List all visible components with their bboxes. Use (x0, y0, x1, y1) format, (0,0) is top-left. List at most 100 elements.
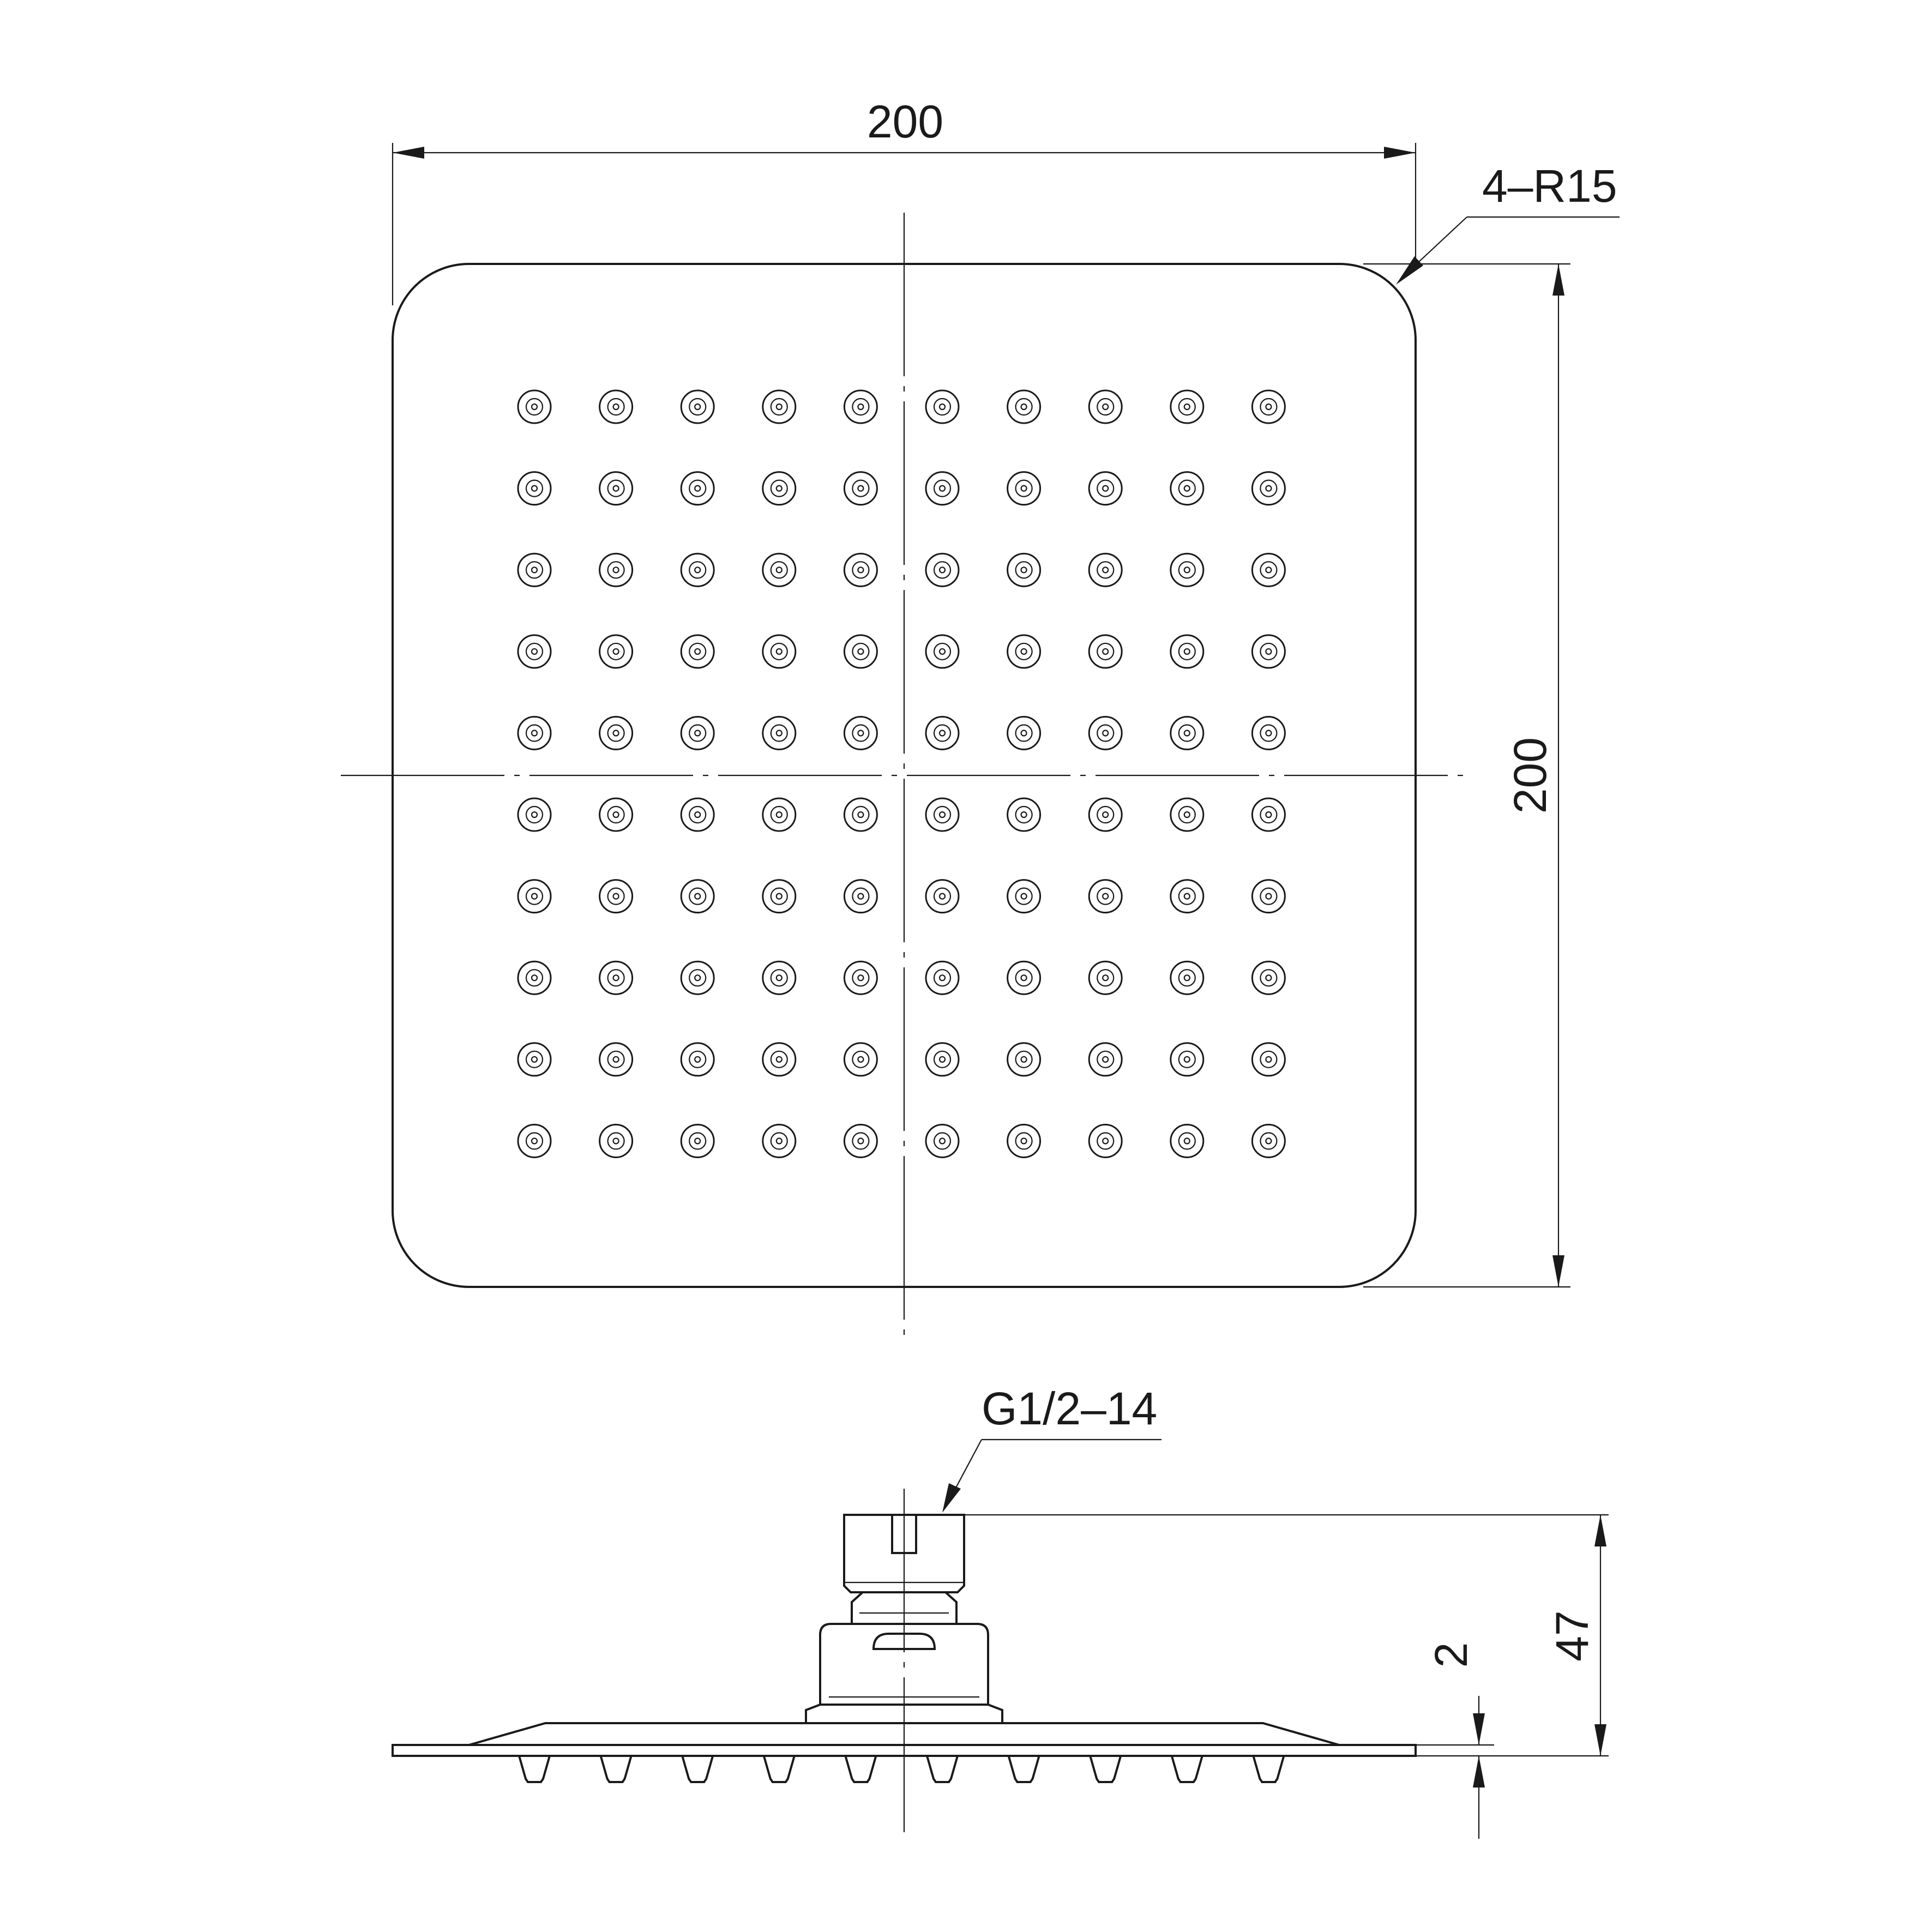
nozzle (680, 797, 715, 832)
nozzle (1251, 1042, 1286, 1077)
nozzle (1088, 471, 1123, 506)
nozzle (1170, 634, 1205, 669)
radius-arrow (1396, 256, 1423, 285)
nozzle (843, 471, 878, 506)
nozzle (1170, 1123, 1205, 1158)
nozzle (843, 797, 878, 832)
nozzle (843, 389, 878, 424)
nozzle (680, 960, 715, 995)
nozzle (517, 715, 552, 750)
nozzle (762, 797, 797, 832)
nozzle (762, 879, 797, 914)
nozzle (680, 634, 715, 669)
nozzle (517, 1042, 552, 1077)
nozzle (762, 634, 797, 669)
nozzle (599, 634, 634, 669)
nozzle (1251, 1123, 1286, 1158)
nut-slot (891, 1515, 917, 1554)
nozzle (843, 552, 878, 587)
nozzle (1251, 634, 1286, 669)
width-arrow-left (393, 147, 424, 159)
nozzle (1170, 879, 1205, 914)
side-nozzle (599, 1755, 633, 1783)
nozzle (1007, 634, 1042, 669)
height-arrow-bottom (1552, 1255, 1564, 1287)
side-nozzle (1007, 1755, 1040, 1783)
nozzle (680, 389, 715, 424)
nozzle (517, 471, 552, 506)
nozzle (1170, 389, 1205, 424)
side-body-taper (468, 1722, 1340, 1746)
nozzle (517, 552, 552, 587)
side-nozzle (762, 1755, 796, 1783)
base-collar (805, 1704, 1003, 1723)
nozzle (599, 960, 634, 995)
overall-height-arrow-bottom (1594, 1724, 1606, 1756)
nozzle (762, 715, 797, 750)
nozzle (599, 552, 634, 587)
nozzle (1088, 634, 1123, 669)
side-nozzle (518, 1755, 551, 1783)
nozzle (517, 389, 552, 424)
nozzle (762, 1123, 797, 1158)
nozzle (925, 389, 960, 424)
nozzle (762, 552, 797, 587)
overall-height-arrow-top (1594, 1515, 1606, 1546)
nozzle (599, 797, 634, 832)
height-dimension: 200 (1363, 263, 1570, 1288)
width-arrow-right (1384, 147, 1416, 159)
thickness-arrow-bottom (1473, 1756, 1485, 1787)
nozzle (843, 960, 878, 995)
nozzle (1170, 960, 1205, 995)
plate-thickness-label: 2 (1425, 1642, 1477, 1668)
nozzle (680, 1042, 715, 1077)
nozzle (599, 1123, 634, 1158)
side-nozzle (1170, 1755, 1203, 1783)
housing-slot (872, 1633, 936, 1650)
overall-height-dimension: 47 (964, 1514, 1609, 1757)
nozzle (1170, 552, 1205, 587)
nozzle (680, 552, 715, 587)
nozzle (1251, 797, 1286, 832)
nozzle (599, 471, 634, 506)
thread-arrow (942, 1483, 961, 1513)
side-nozzle (681, 1755, 714, 1783)
nozzle (925, 1123, 960, 1158)
nozzle (925, 797, 960, 832)
nozzle (680, 879, 715, 914)
nozzle (1088, 389, 1123, 424)
nozzle (599, 1042, 634, 1077)
nozzle (1251, 389, 1286, 424)
nozzle (1007, 960, 1042, 995)
nozzle (925, 960, 960, 995)
nozzle (1007, 715, 1042, 750)
nozzle (925, 634, 960, 669)
nozzle (1088, 552, 1123, 587)
thickness-arrow-top (1473, 1713, 1485, 1745)
nozzle (1007, 389, 1042, 424)
nozzle (925, 471, 960, 506)
nozzle-grid (517, 389, 1286, 1158)
nozzle (1007, 1123, 1042, 1158)
nozzle (517, 879, 552, 914)
nozzle (925, 715, 960, 750)
nozzle (1251, 879, 1286, 914)
height-label: 200 (1504, 737, 1556, 814)
connector-nut (843, 1514, 965, 1593)
nozzle (1170, 797, 1205, 832)
nozzle (762, 389, 797, 424)
nozzle (1007, 879, 1042, 914)
side-nozzle (1089, 1755, 1122, 1783)
radius-label: 4–R15 (1482, 160, 1617, 212)
nozzle (925, 1042, 960, 1077)
nozzle (599, 715, 634, 750)
side-view: G1/2–14 47 2 (392, 1383, 1609, 1839)
radius-callout: 4–R15 (1396, 160, 1620, 285)
side-nozzle (926, 1755, 959, 1783)
nozzle (1251, 960, 1286, 995)
nozzle (1088, 960, 1123, 995)
nozzle (517, 634, 552, 669)
height-arrow-top (1552, 264, 1564, 296)
nozzle (1251, 552, 1286, 587)
